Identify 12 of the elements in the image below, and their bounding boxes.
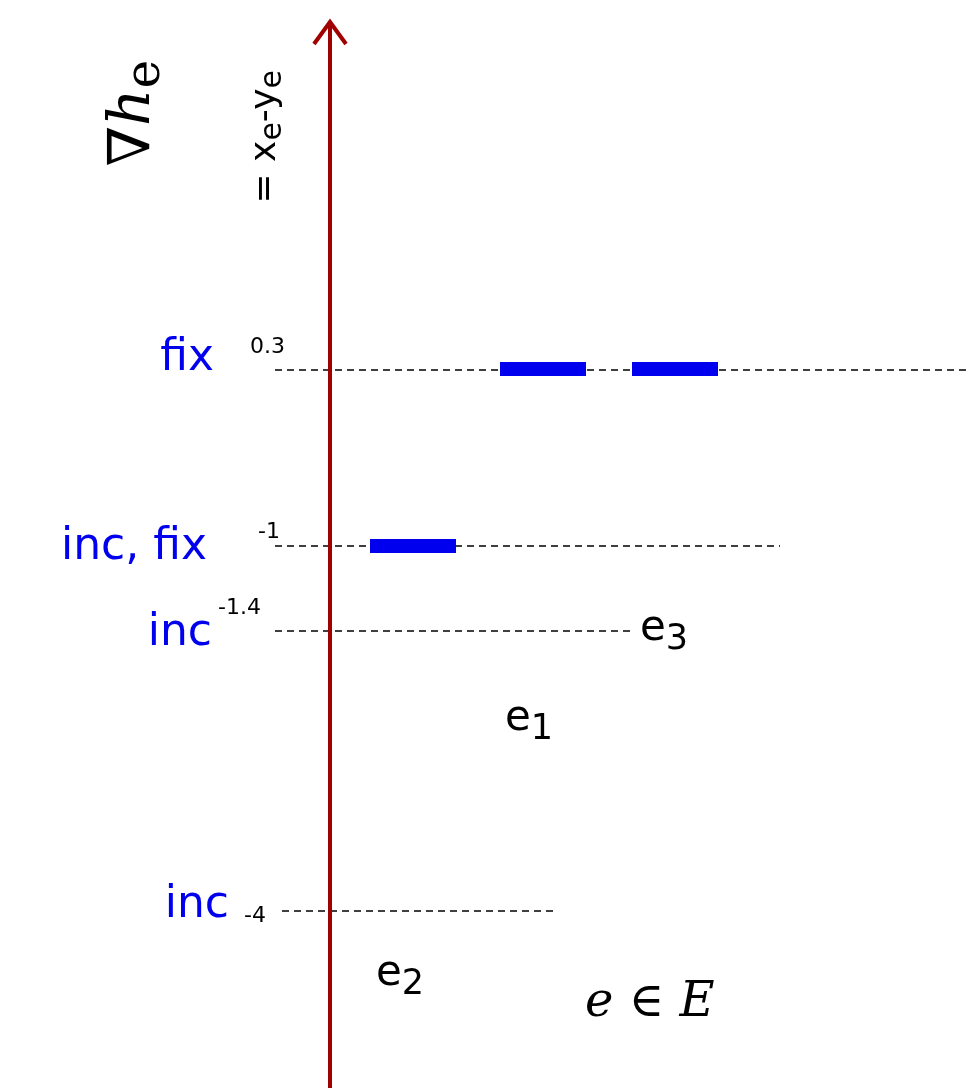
element-label: e$_{1}$ bbox=[505, 695, 554, 746]
element-label: e$_{3}$ bbox=[640, 605, 689, 656]
tick-label: 0.3 bbox=[250, 335, 285, 357]
set-label: e ∈ E bbox=[585, 975, 715, 1023]
tick-label: -1.4 bbox=[218, 596, 261, 618]
tick-label: -4 bbox=[244, 904, 266, 926]
state-label: fix bbox=[160, 333, 214, 377]
element-label: e$_{2}$ bbox=[376, 950, 425, 1001]
state-label: inc bbox=[147, 608, 212, 652]
tick-label: -1 bbox=[258, 520, 280, 542]
state-label: inc bbox=[164, 880, 229, 924]
state-label: inc, fix bbox=[60, 522, 207, 566]
